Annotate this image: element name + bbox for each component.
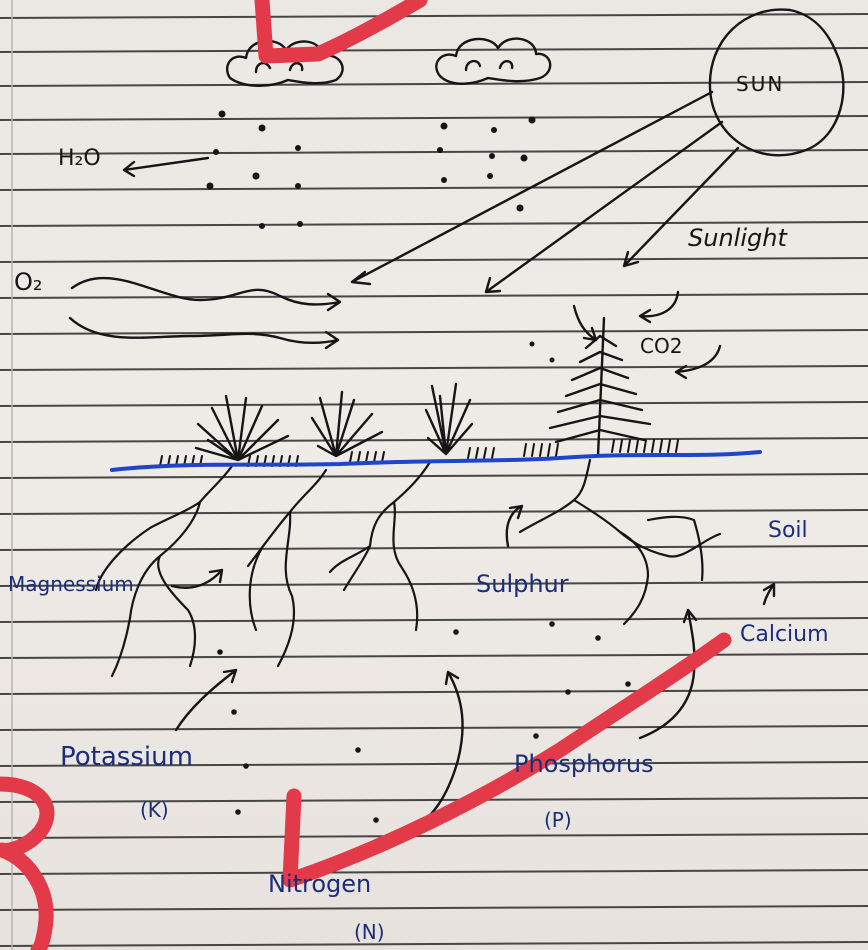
red-letter-b bbox=[0, 776, 55, 950]
root-system bbox=[94, 458, 722, 678]
calcium-arrow bbox=[762, 582, 776, 606]
nitrogen-symbol-label: (N) bbox=[354, 920, 385, 944]
magnesium-arrow bbox=[170, 568, 224, 589]
sulphur-arrow bbox=[505, 504, 524, 548]
potassium-symbol-label: (K) bbox=[140, 798, 169, 822]
sunlight-ray-arrow bbox=[622, 146, 740, 268]
oxygen-wave-arrow bbox=[70, 276, 342, 312]
red-check-mark-bottom bbox=[282, 632, 732, 888]
oxygen-wave-arrow bbox=[68, 316, 340, 350]
co2-label: CO2 bbox=[640, 334, 683, 358]
red-marker-annotations bbox=[0, 0, 732, 950]
co2-arrow bbox=[674, 344, 722, 380]
phosphorus-arrow bbox=[638, 608, 698, 740]
grass-plant-icon bbox=[194, 394, 290, 462]
raindrops bbox=[206, 110, 536, 229]
sunlight-label: Sunlight bbox=[688, 224, 787, 252]
sulphur-label: Sulphur bbox=[476, 570, 569, 598]
nitrogen-label: Nitrogen bbox=[268, 870, 372, 898]
phosphorus-symbol-label: (P) bbox=[544, 808, 572, 832]
sunlight-ray-arrow bbox=[350, 90, 714, 286]
grass-plant-icon bbox=[424, 382, 474, 456]
potassium-label: Potassium bbox=[60, 742, 193, 772]
sun-label: SUN bbox=[736, 72, 785, 96]
red-check-mark-top bbox=[254, 0, 428, 64]
co2-arrow bbox=[572, 304, 598, 342]
co2-arrow bbox=[638, 290, 680, 324]
soil-particles bbox=[217, 341, 631, 823]
oxygen-label: O₂ bbox=[14, 268, 43, 296]
tree-plant-icon bbox=[548, 316, 652, 458]
cloud-icon bbox=[435, 37, 552, 85]
water-label: H₂O bbox=[58, 146, 101, 171]
grass-strip bbox=[159, 439, 679, 467]
ground-line bbox=[110, 450, 762, 472]
sunlight-ray-arrow bbox=[484, 120, 724, 294]
phosphorus-label: Phosphorus bbox=[514, 750, 654, 778]
water-arrow bbox=[122, 156, 210, 178]
calcium-label: Calcium bbox=[740, 622, 829, 647]
ruled-lines bbox=[0, 13, 868, 947]
sun-icon bbox=[708, 8, 845, 157]
potassium-arrow bbox=[174, 668, 238, 732]
soil-label: Soil bbox=[768, 518, 808, 543]
grass-plant-icon bbox=[310, 390, 384, 458]
magnesium-label: Magnessium bbox=[8, 572, 134, 596]
